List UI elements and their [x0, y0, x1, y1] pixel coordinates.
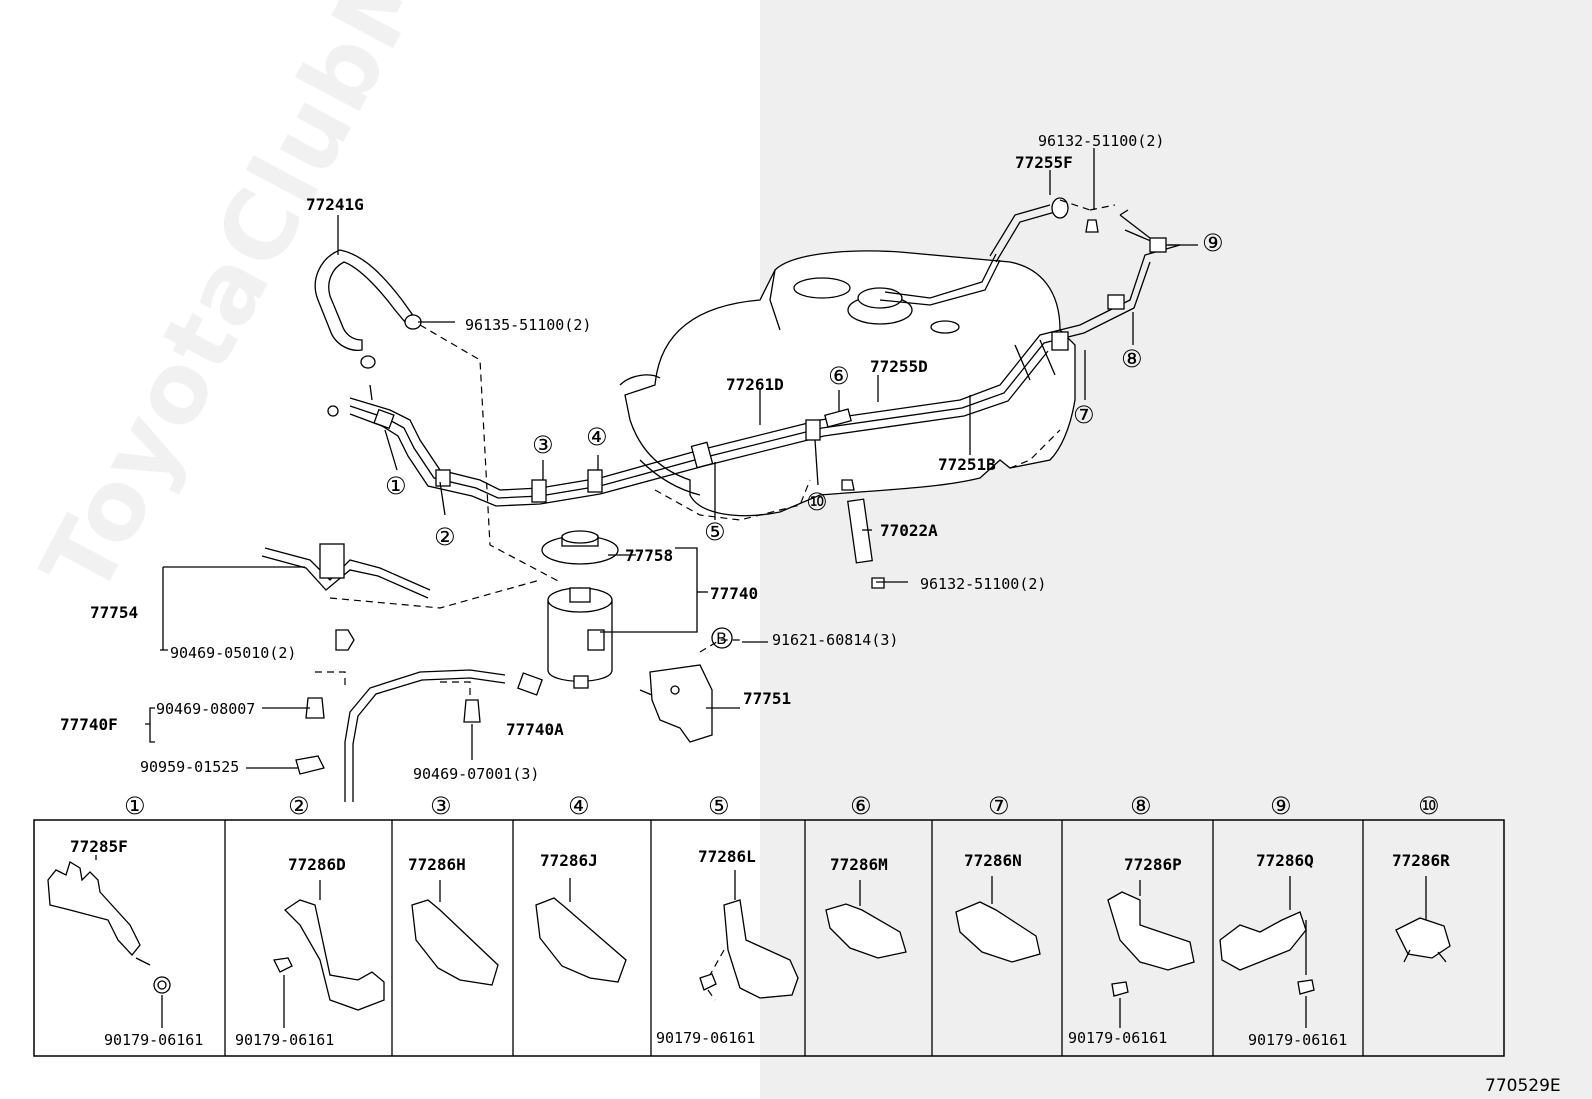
table-header-1: ① [124, 792, 146, 820]
table-bolt-8: 90179-06161 [1068, 1029, 1167, 1047]
reference-lines [315, 199, 1116, 700]
table-bolt-2: 90179-06161 [235, 1031, 334, 1049]
clamp-drawing-2 [273, 880, 385, 1028]
table-part-9: 77286Q [1256, 851, 1314, 870]
label-90469-08007: 90469-08007 [156, 700, 255, 718]
clamp-drawing-5 [699, 870, 799, 1001]
callout-10: ⑩ [806, 488, 828, 516]
table-part-6: 77286M [830, 855, 888, 874]
clamp-drawing-10 [1395, 876, 1451, 963]
table-bolt-1: 90179-06161 [104, 1031, 203, 1049]
circle-b-label: B [716, 629, 727, 648]
table-header-9: ⑨ [1270, 792, 1292, 820]
bracket-77751[interactable] [639, 664, 713, 743]
clamp-drawing-4 [535, 878, 627, 983]
label-90959-01525: 90959-01525 [140, 758, 239, 776]
callout-5: ⑤ [704, 518, 726, 546]
table-part-5: 77286L [698, 847, 756, 866]
callout-1: ① [385, 472, 407, 500]
label-77754: 77754 [90, 603, 138, 622]
label-77022A: 77022A [880, 521, 938, 540]
label-77255D: 77255D [870, 357, 928, 376]
clamp-drawing-3 [411, 880, 499, 986]
table-part-1: 77285F [70, 837, 128, 856]
clamp-callouts: ① ② ③ ④ ⑤ ⑥ ⑦ ⑧ ⑨ ⑩ [385, 229, 1224, 551]
label-77740F: 77740F [60, 715, 118, 734]
table-part-2: 77286D [288, 855, 346, 874]
callout-3: ③ [532, 431, 554, 459]
right-shaded-background [760, 0, 1592, 1099]
callout-8: ⑧ [1121, 345, 1143, 373]
label-91621-60814: 91621-60814(3) [772, 631, 898, 649]
callout-7: ⑦ [1073, 401, 1095, 429]
figure-id: 770529E [1485, 1076, 1561, 1096]
circle-b-marker [711, 627, 733, 649]
label-77255F: 77255F [1015, 153, 1073, 172]
table-header-5: ⑤ [708, 792, 730, 820]
label-77740: 77740 [710, 584, 758, 603]
label-96132-51100-bottom: 96132-51100(2) [920, 575, 1046, 593]
hose-77740F[interactable] [295, 669, 543, 802]
clamp-drawing-1 [47, 855, 171, 1028]
table-part-3: 77286H [408, 855, 466, 874]
callout-2: ② [434, 523, 456, 551]
charcoal-canister[interactable] [541, 530, 619, 689]
table-part-10: 77286R [1392, 851, 1450, 870]
clamp-drawing-6 [825, 880, 907, 959]
label-77740A: 77740A [506, 720, 564, 739]
leader-lines [145, 148, 1198, 769]
clamp-drawing-8 [1107, 880, 1195, 1028]
table-header-7: ⑦ [988, 792, 1010, 820]
label-90469-07001: 90469-07001(3) [413, 765, 539, 783]
table-header-2: ② [288, 792, 310, 820]
hose-bracket-77754[interactable] [261, 543, 431, 651]
label-90469-05010: 90469-05010(2) [170, 644, 296, 662]
hose-77241G[interactable] [314, 249, 422, 369]
fuel-lines[interactable] [327, 197, 1181, 507]
label-96135-51100: 96135-51100(2) [465, 316, 591, 334]
clamp-drawing-7 [955, 876, 1041, 963]
table-part-8: 77286P [1124, 855, 1182, 874]
table-header-6: ⑥ [850, 792, 872, 820]
label-77241G: 77241G [306, 195, 364, 214]
label-77758: 77758 [625, 546, 673, 565]
table-bolt-9: 90179-06161 [1248, 1031, 1347, 1049]
callout-6: ⑥ [828, 362, 850, 390]
table-header-8: ⑧ [1130, 792, 1152, 820]
part-labels: 77241G 96135-51100(2) 96132-51100(2) 772… [60, 132, 1164, 783]
label-77751: 77751 [743, 689, 791, 708]
callout-4: ④ [586, 423, 608, 451]
clamp-table: ① ② ③ ④ ⑤ ⑥ ⑦ ⑧ ⑨ ⑩ 77285F 77286D 77286H… [33, 792, 1505, 1057]
callout-9: ⑨ [1202, 229, 1224, 257]
hose-77022A[interactable] [841, 479, 885, 589]
label-77251B: 77251B [938, 455, 996, 474]
table-header-4: ④ [568, 792, 590, 820]
table-part-7: 77286N [964, 851, 1022, 870]
table-part-4: 77286J [540, 851, 598, 870]
label-77261D: 77261D [726, 375, 784, 394]
table-header-10: ⑩ [1418, 792, 1440, 820]
table-bolt-5: 90179-06161 [656, 1029, 755, 1047]
table-header-3: ③ [430, 792, 452, 820]
label-96132-51100-top: 96132-51100(2) [1038, 132, 1164, 150]
clamp-drawing-9 [1219, 876, 1315, 1028]
